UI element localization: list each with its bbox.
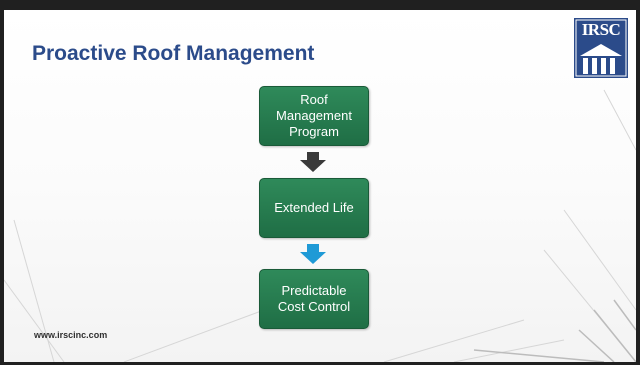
down-arrow-icon [300,152,326,172]
logo-text: IRSC [581,20,621,39]
slide-title: Proactive Roof Management [32,42,315,65]
background-sketch [4,89,636,362]
down-arrow-icon [300,244,326,264]
flow-node-label: Predictable Cost Control [277,283,351,314]
flow-node-roof-management-program: Roof Management Program [259,86,369,146]
flow-node-label: Roof Management Program [276,92,352,139]
slide: Proactive Roof Management IRSC Roof Mana… [4,10,636,362]
flow-node-label: Extended Life [274,200,354,215]
flow-node-predictable-cost-control: Predictable Cost Control [259,269,369,329]
flow-node-extended-life: Extended Life [259,178,369,238]
footer-url: www.irscinc.com [34,330,108,340]
irsc-logo [574,18,628,78]
